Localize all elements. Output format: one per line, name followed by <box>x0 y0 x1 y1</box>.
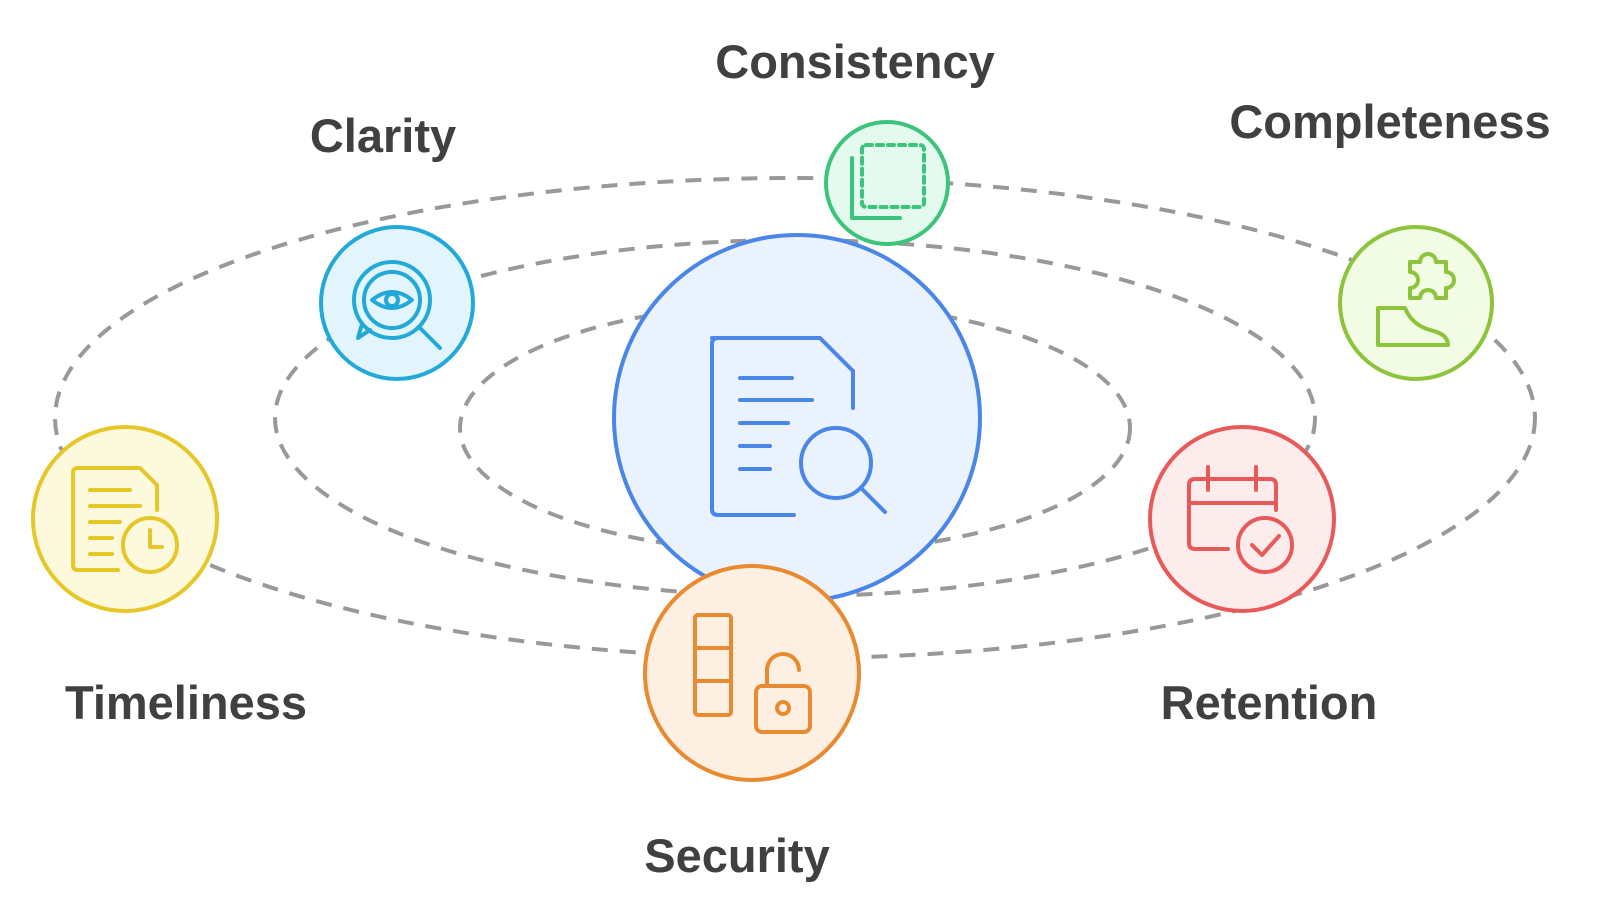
node-retention: Retention <box>1148 425 1378 729</box>
node-security: Security <box>643 564 861 882</box>
security-label: Security <box>644 829 829 882</box>
eye-magnifier-icon <box>352 260 442 350</box>
completeness-label: Completeness <box>1229 95 1550 148</box>
document-clock-icon <box>71 466 179 574</box>
calendar-check-icon <box>1187 465 1294 574</box>
security-circle <box>643 564 861 782</box>
document-search-icon <box>710 336 887 517</box>
retention-circle <box>1148 425 1336 613</box>
puzzle-piece-icon <box>1376 252 1456 347</box>
consistency-label: Consistency <box>715 35 994 88</box>
orbit-inner <box>458 301 1132 555</box>
clarity-label: Clarity <box>310 109 456 162</box>
storage-lock-icon <box>693 613 812 734</box>
retention-label: Retention <box>1161 676 1378 729</box>
timeliness-label: Timeliness <box>65 676 307 729</box>
node-timeliness: Timeliness <box>31 425 307 729</box>
timeliness-circle <box>31 425 219 613</box>
node-consistency: Consistency <box>715 35 995 246</box>
center-circle <box>612 233 982 603</box>
node-completeness: Completeness <box>1229 95 1551 381</box>
completeness-circle <box>1338 225 1494 381</box>
consistency-circle <box>824 120 950 246</box>
center-node <box>612 233 982 603</box>
node-clarity: Clarity <box>310 109 475 381</box>
layers-square-icon <box>850 143 926 220</box>
